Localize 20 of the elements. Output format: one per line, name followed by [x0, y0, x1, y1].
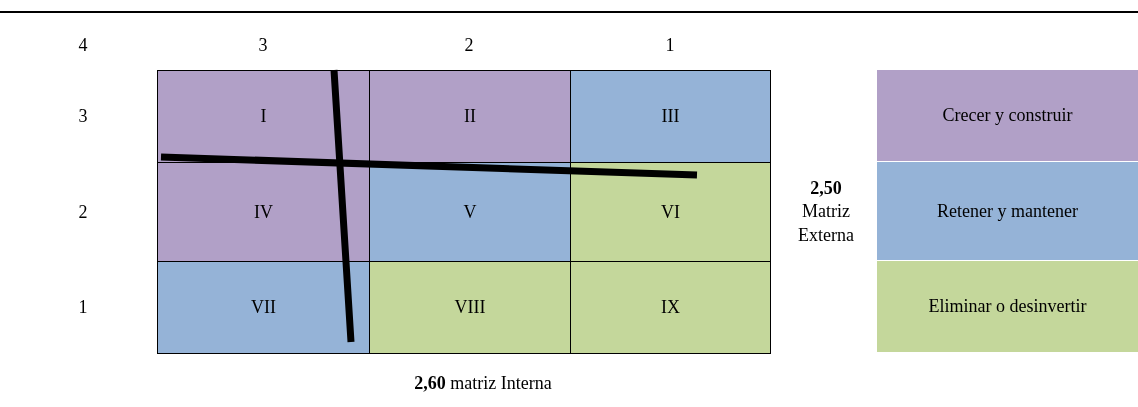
matrix-cell: IV — [157, 162, 370, 262]
axis-value: 4 — [78, 34, 88, 56]
matrix-cell: III — [570, 70, 771, 163]
axis-value: 3 — [258, 34, 268, 56]
axis-value: 2 — [78, 201, 88, 223]
matrix-cell: V — [369, 162, 571, 262]
matrix-cell: VII — [157, 261, 370, 354]
axis-value: 3 — [78, 105, 88, 127]
legend-swatch: Retener y mantener — [877, 162, 1138, 260]
matrix-cell: II — [369, 70, 571, 163]
matrix-cell: IX — [570, 261, 771, 354]
axis-value: 1 — [665, 34, 675, 56]
axis-caption: 2,60 matriz Interna — [414, 372, 552, 394]
matrix-cell: VI — [570, 162, 771, 262]
axis-value: 1 — [78, 296, 88, 318]
axis-value: 2 — [464, 34, 474, 56]
legend-swatch: Eliminar o desinvertir — [877, 261, 1138, 352]
legend-swatch: Crecer y construir — [877, 70, 1138, 161]
axis-caption: 2,50 Matriz Externa — [797, 176, 855, 247]
matrix-cell: VIII — [369, 261, 571, 354]
